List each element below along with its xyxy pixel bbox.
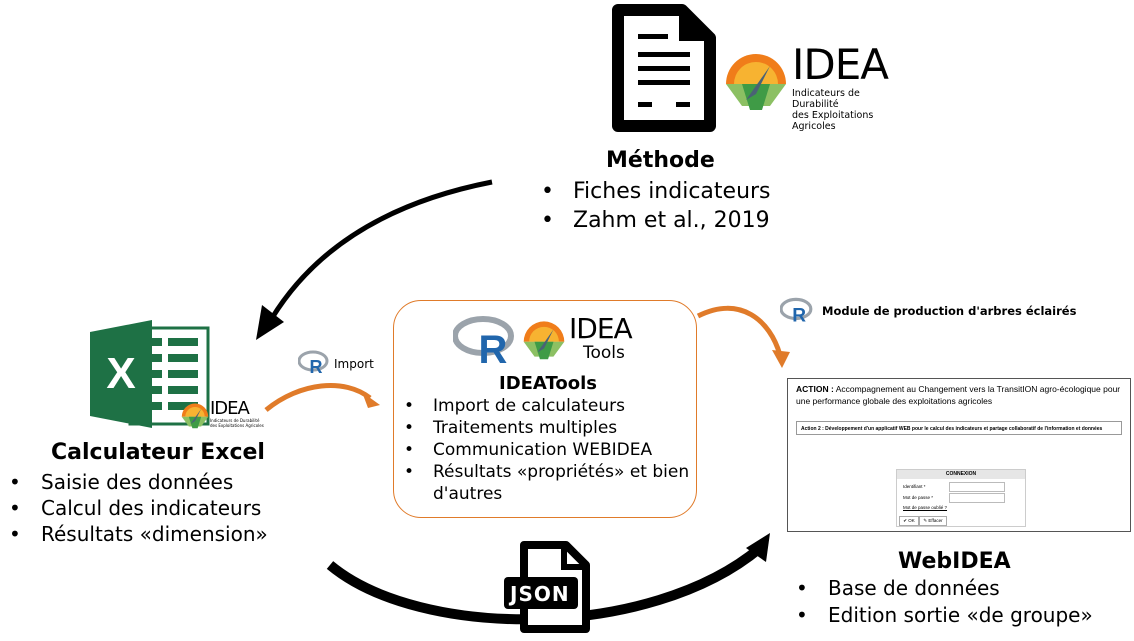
idea-compass-icon <box>523 321 565 360</box>
ideatools-box <box>393 300 697 518</box>
webidea-login-box: CONNEXION Identifiant * Mot de passe * M… <box>896 469 1026 527</box>
svg-text:X: X <box>106 349 135 398</box>
webidea-screenshot: ACTION : Accompagnement au Changement ve… <box>787 378 1131 532</box>
file-icon <box>504 541 590 633</box>
webidea-item: Edition sortie «de groupe» <box>796 602 1093 629</box>
idea-subtitle-line2: des Exploitations Agricoles <box>792 110 874 132</box>
ideatools-logo-word: IDEA <box>569 312 633 345</box>
module-label-group: R Module de production d'arbres éclairés <box>779 296 1076 327</box>
arrow-import <box>264 383 372 412</box>
idea-logo-word: IDEA <box>792 40 889 89</box>
arrow-head-import <box>362 392 380 408</box>
svg-text:R: R <box>792 306 806 324</box>
webidea-pwd-label: Mot de passe * <box>903 495 934 500</box>
webidea-forgot-link[interactable]: Mot de passe oublié ? <box>903 505 948 510</box>
ideatools-logo-sub: Tools <box>583 343 625 363</box>
webidea-id-input[interactable] <box>949 482 1005 492</box>
idea-logo-subtitle: Indicateurs de Durabilité des Exploitati… <box>792 88 902 132</box>
excel-item: Saisie des données <box>9 469 268 495</box>
webidea-action-prefix: ACTION : <box>796 384 834 394</box>
r-logo-icon: R <box>297 350 329 377</box>
methode-item: Zahm et al., 2019 <box>541 206 771 235</box>
excel-idea-sub2: des Exploitations Agricoles <box>210 423 264 428</box>
webidea-clear-label: Effacer <box>928 518 943 523</box>
document-icon <box>612 4 716 132</box>
svg-text:R: R <box>479 328 508 364</box>
excel-item: Calcul des indicateurs <box>9 495 268 521</box>
methode-title: Méthode <box>606 148 715 173</box>
idea-subtitle-line1: Indicateurs de Durabilité <box>792 88 860 110</box>
webidea-ok-label: OK <box>908 518 915 523</box>
webidea-title: WebIDEA <box>898 549 1011 574</box>
excel-idea-badge: IDEA Indicateurs de Durabilité des Explo… <box>180 398 270 434</box>
idea-logo: IDEA Indicateurs de Durabilité des Explo… <box>722 40 902 132</box>
module-label: Module de production d'arbres éclairés <box>822 304 1077 318</box>
arrow-module <box>696 305 783 356</box>
webidea-pwd-input[interactable] <box>949 493 1005 503</box>
arrow-methode-to-excel <box>269 179 493 320</box>
excel-idea-sub1: Indicateurs de Durabilité <box>210 418 260 423</box>
excel-idea-word: IDEA <box>210 398 250 419</box>
ideatools-list: Import de calculateurs Traitements multi… <box>404 395 694 505</box>
r-logo-icon: R <box>452 316 514 372</box>
json-label: JSON <box>510 582 570 606</box>
webidea-item: Base de données <box>796 575 1093 602</box>
excel-list: Saisie des données Calcul des indicateur… <box>9 469 268 547</box>
excel-item: Résultats «dimension» <box>9 521 268 547</box>
arrow-head-module <box>772 350 790 368</box>
idea-compass-icon <box>181 403 209 429</box>
arrow-head-excel-webidea <box>746 533 770 562</box>
webidea-id-label: Identifiant * <box>903 484 926 489</box>
import-label: Import <box>334 357 374 371</box>
webidea-clear-button[interactable]: ✎ Effacer <box>919 516 947 526</box>
ideatools-title: IDEATools <box>499 373 597 394</box>
webidea-action: ACTION : Accompagnement au Changement ve… <box>796 383 1126 407</box>
ideatools-item: Communication WEBIDEA <box>404 439 694 461</box>
webidea-list: Base de données Edition sortie «de group… <box>796 575 1093 629</box>
excel-idea-sub: Indicateurs de Durabilité des Exploitati… <box>210 418 270 428</box>
webidea-action-text: Accompagnement au Changement vers la Tra… <box>796 384 1121 406</box>
idea-compass-icon <box>726 54 786 110</box>
arrow-head-methode-excel <box>256 305 284 340</box>
methode-list: Fiches indicateurs Zahm et al., 2019 <box>541 177 771 235</box>
ideatools-logo: R IDEA Tools <box>452 312 653 372</box>
webidea-ok-button[interactable]: ✔ OK <box>899 516 919 526</box>
import-label-group: R Import <box>297 350 374 377</box>
webidea-login-header: CONNEXION <box>897 470 1025 479</box>
ideatools-item: Traitements multiples <box>404 417 694 439</box>
ideatools-item: Import de calculateurs <box>404 395 694 417</box>
svg-text:R: R <box>310 357 323 374</box>
methode-item: Fiches indicateurs <box>541 177 771 206</box>
webidea-eraser-icon: ✎ <box>923 518 929 523</box>
webidea-action2: Action 2 : Développement d'un applicatif… <box>796 421 1122 435</box>
webidea-check-icon: ✔ <box>903 518 909 523</box>
excel-title: Calculateur Excel <box>51 440 265 465</box>
json-file-icon: JSON <box>502 541 594 633</box>
r-logo-icon: R <box>779 297 813 327</box>
ideatools-item: Résultats «propriétés» et bien d'autres <box>404 461 694 505</box>
